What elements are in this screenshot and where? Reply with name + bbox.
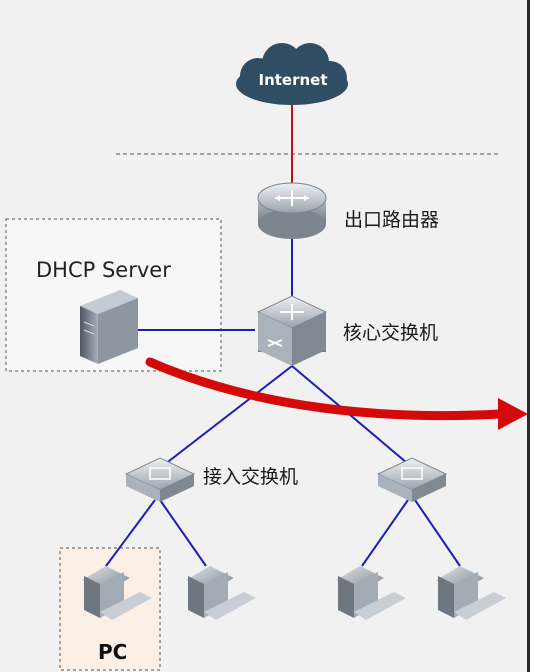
pc-1-icon xyxy=(82,566,152,620)
pc-4-icon xyxy=(436,566,506,620)
access-switch-left-icon xyxy=(124,457,196,502)
link-core-access-right xyxy=(291,365,414,469)
pc-3-icon xyxy=(336,566,406,620)
internet-label: Internet xyxy=(258,71,328,89)
link-access-left-pc2 xyxy=(159,499,207,567)
core-switch-label: 核心交换机 xyxy=(343,322,439,344)
core-switch-icon xyxy=(256,295,328,366)
link-access-right-pc4 xyxy=(414,499,461,567)
pc-label: PC xyxy=(98,640,128,664)
access-switch-label: 接入交换机 xyxy=(203,466,299,488)
right-margin xyxy=(530,0,535,672)
access-switch-right-icon xyxy=(376,457,448,502)
router-icon xyxy=(257,182,327,239)
router-label: 出口路由器 xyxy=(344,209,440,231)
link-access-left-pc1 xyxy=(105,499,156,567)
right-border xyxy=(527,0,530,672)
dhcp-server-label: DHCP Server xyxy=(36,258,171,282)
dhcp-server-icon xyxy=(80,290,138,364)
pc-2-icon xyxy=(186,566,256,620)
internet-cloud-icon xyxy=(236,43,348,105)
traffic-arrow-head xyxy=(498,398,528,430)
link-access-right-pc3 xyxy=(361,499,409,567)
link-core-access-left xyxy=(159,365,293,469)
traffic-arrow xyxy=(145,357,505,421)
